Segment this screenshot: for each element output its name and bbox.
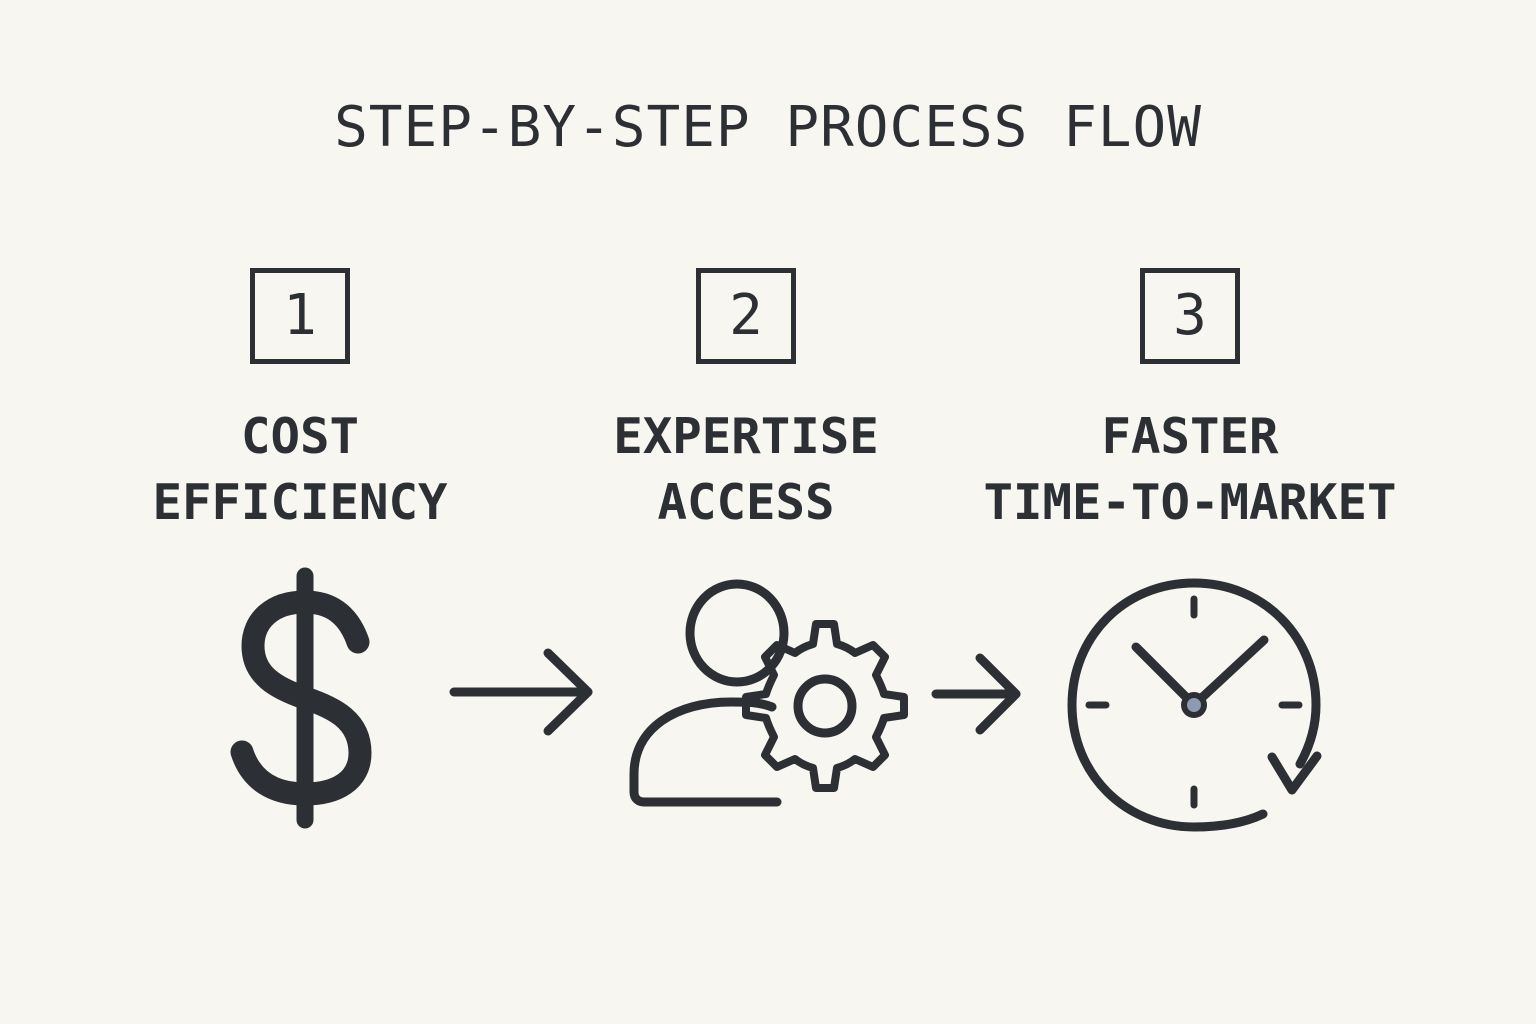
step-label-line: TIME-TO-MARKET [983, 474, 1397, 531]
dollar-icon [230, 567, 372, 829]
step-number-box: 3 [1140, 268, 1240, 364]
clock-icon [1067, 578, 1322, 832]
step-label: COST EFFICIENCY [70, 404, 530, 536]
step-number: 2 [729, 283, 763, 348]
user-gear-icon [629, 579, 908, 807]
right-arrow-icon [931, 653, 1021, 735]
page-title: STEP-BY-STEP PROCESS FLOW [334, 95, 1202, 160]
step-label-line: COST [240, 408, 359, 465]
step-2: 2 EXPERTISE ACCESS [516, 268, 976, 536]
step-label-line: ACCESS [657, 474, 835, 531]
step-1: 1 COST EFFICIENCY [70, 268, 530, 536]
step-label-line: EFFICIENCY [152, 474, 448, 531]
step-label: FASTER TIME-TO-MARKET [960, 404, 1420, 536]
step-label-line: EXPERTISE [613, 408, 879, 465]
step-3: 3 FASTER TIME-TO-MARKET [960, 268, 1420, 536]
step-label-line: FASTER [1101, 408, 1279, 465]
step-number: 1 [283, 283, 317, 348]
step-number-box: 1 [250, 268, 350, 364]
step-number-box: 2 [696, 268, 796, 364]
step-number: 3 [1173, 283, 1207, 348]
step-label: EXPERTISE ACCESS [516, 404, 976, 536]
right-arrow-icon [449, 648, 593, 736]
